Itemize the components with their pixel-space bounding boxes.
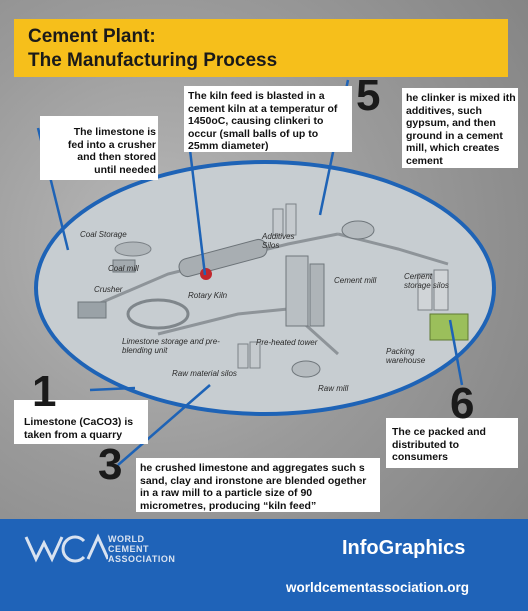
plant-drawing xyxy=(77,203,469,378)
step-1-number: 1 xyxy=(32,367,57,416)
org-line-3: ASSOCIATION xyxy=(108,554,176,564)
step-4-callout: The kiln feed is blasted in a cement kil… xyxy=(184,86,352,152)
step-6-callout: The ce packed and distributed to consume… xyxy=(386,418,518,468)
label-coal-storage: Coal Storage xyxy=(80,230,127,239)
step-6-text: The ce packed and distributed to consume… xyxy=(392,426,486,463)
website-link[interactable]: worldcementassociation.org xyxy=(286,580,470,595)
footer-bar: WORLD CEMENT ASSOCIATION InfoGraphics wo… xyxy=(0,519,528,611)
brand-title: InfoGraphics xyxy=(342,537,466,559)
label-cement-storage-silos: Cement storage silos xyxy=(404,272,449,290)
step-5-number: 5 xyxy=(356,71,381,120)
label-preheated-tower: Pre-heated tower xyxy=(256,338,318,347)
step-3-callout: he crushed limestone and aggregates such… xyxy=(136,458,380,512)
step-2-text: The limestone is fed into a crusher and … xyxy=(67,126,156,176)
wca-logo-icon xyxy=(24,533,108,563)
label-raw-mill: Raw mill xyxy=(318,384,349,393)
label-rotary-kiln: Rotary Kiln xyxy=(188,291,228,300)
org-name: WORLD CEMENT ASSOCIATION xyxy=(108,534,175,564)
label-coal-mill: Coal mill xyxy=(108,264,139,273)
label-limestone-storage: Limestone storage and pre-blending unit xyxy=(122,337,220,355)
step-1-callout: Limestone (CaCO3) is taken from a quarry xyxy=(14,400,148,444)
step-5-text: he clinker is mixed ith additives, such … xyxy=(406,92,516,167)
label-crusher: Crusher xyxy=(94,285,123,294)
label-raw-material-silos: Raw material silos xyxy=(172,369,237,378)
step-1-text: Limestone (CaCO3) is taken from a quarry xyxy=(24,416,134,441)
org-line-1: WORLD xyxy=(108,534,145,544)
step-4-text: The kiln feed is blasted in a cement kil… xyxy=(188,90,338,152)
step-2-callout: The limestone is fed into a crusher and … xyxy=(40,116,158,180)
step-3-number: 3 xyxy=(98,440,123,489)
step-6-number: 6 xyxy=(450,379,475,428)
title-line-1: Cement Plant: xyxy=(28,26,156,47)
step-3-text: he crushed limestone and aggregates such… xyxy=(140,462,367,512)
label-packing-warehouse: Packing warehouse xyxy=(386,347,426,365)
label-additives-silos: Additives Silos xyxy=(262,232,295,250)
title-banner: Cement Plant: The Manufacturing Process xyxy=(14,19,508,77)
org-line-2: CEMENT xyxy=(108,544,149,554)
plant-illustration xyxy=(34,160,496,416)
label-cement-mill: Cement mill xyxy=(334,276,377,285)
step-5-callout: he clinker is mixed ith additives, such … xyxy=(402,88,518,168)
title-line-2: The Manufacturing Process xyxy=(28,50,278,71)
